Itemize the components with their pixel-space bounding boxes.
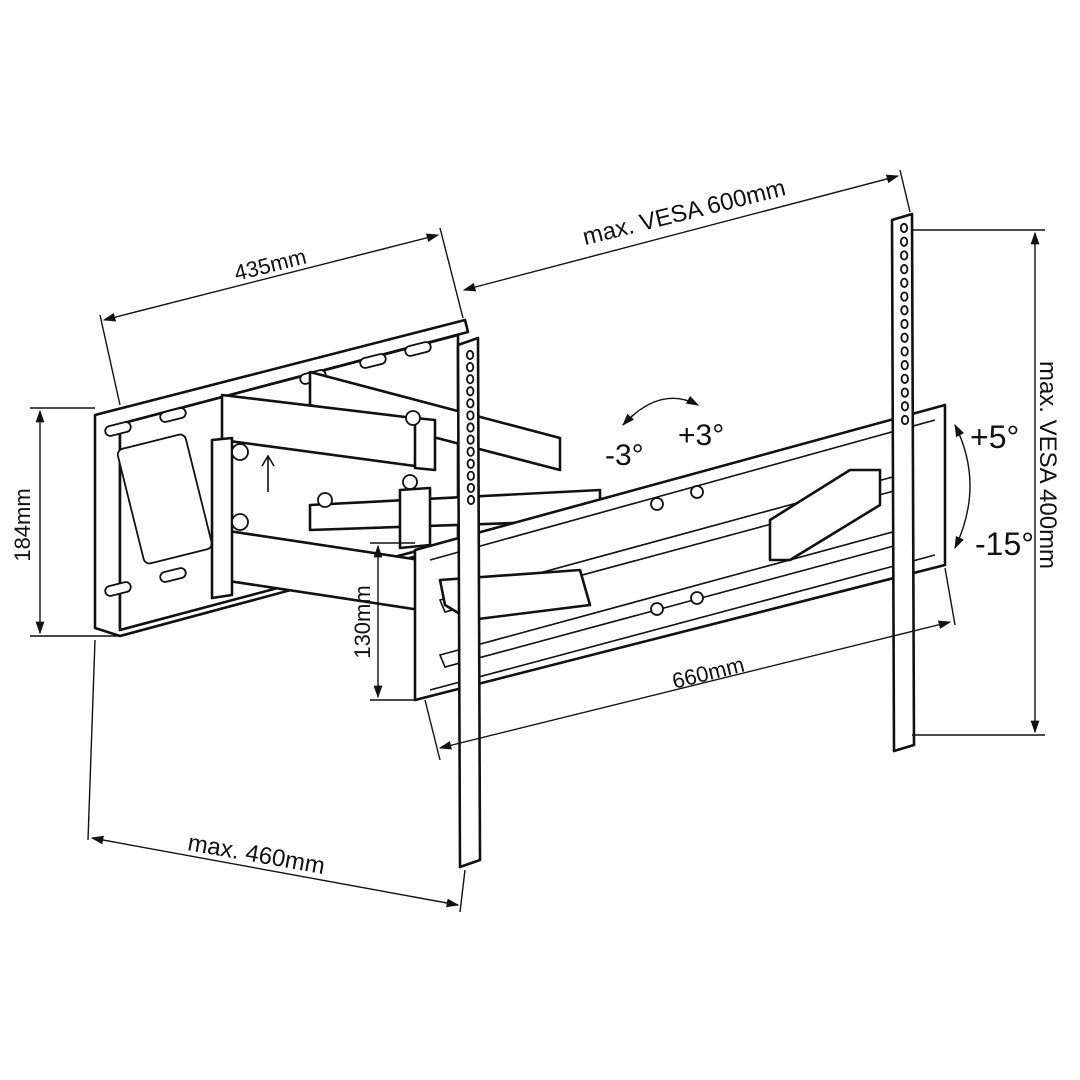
rail-hole: [466, 398, 475, 409]
label-tv-bracket-width: 660mm: [670, 652, 747, 694]
label-swivel-right: +3°: [678, 419, 724, 452]
rail-hole: [466, 386, 475, 397]
dim-tv-bracket-width: [438, 620, 952, 750]
dim-max-extension: [90, 835, 460, 908]
rail-hole: [900, 277, 909, 288]
rail-hole: [900, 346, 909, 357]
vertical-rail-right: [890, 212, 916, 753]
articulating-arms: [210, 370, 602, 612]
rail-hole: [900, 373, 909, 384]
dim-wall-plate-width: [102, 233, 440, 322]
wall-plate-slots: [104, 341, 432, 597]
rail-hole: [900, 291, 909, 302]
bracket-holes: [650, 485, 704, 616]
pivot-bolts: [231, 410, 421, 531]
rail-hole: [900, 332, 909, 343]
label-vesa-vertical: max. VESA 400mm: [1034, 361, 1061, 569]
rail-hole: [466, 422, 475, 433]
rail-left-holes: [465, 349, 476, 506]
rail-hole: [466, 458, 475, 469]
rail-hole: [900, 387, 909, 398]
label-swivel-left: -3°: [605, 439, 644, 472]
label-tilt-up: +5°: [970, 419, 1019, 455]
tilt-arrow-icon: [954, 423, 971, 550]
rail-right-holes: [899, 222, 910, 426]
wall-plate-cutout: [116, 433, 213, 565]
rail-hole: [900, 305, 909, 316]
rail-hole: [466, 494, 476, 506]
rail-hole: [900, 414, 910, 426]
rail-hole: [900, 318, 909, 330]
rail-hole: [466, 410, 475, 421]
label-max-extension: max. 460mm: [186, 829, 327, 880]
rail-hole: [465, 349, 475, 361]
rail-hole: [900, 264, 909, 275]
rail-hole: [900, 360, 909, 371]
rail-hole: [900, 250, 909, 261]
angle-indicators: [622, 395, 971, 550]
rail-hole: [466, 470, 475, 481]
rail-hole: [466, 446, 475, 457]
rail-hole: [466, 434, 475, 445]
label-tilt-down: -15°: [975, 526, 1034, 562]
rail-hole: [899, 236, 909, 247]
rail-hole: [466, 482, 476, 494]
rail-hole: [465, 361, 475, 373]
up-arrow-icon: [261, 454, 275, 492]
vertical-rail-left: [456, 336, 482, 869]
rail-hole: [900, 401, 910, 412]
dim-vesa-horizontal: [462, 174, 900, 292]
rail-hole: [466, 374, 475, 385]
dimension-lines: [30, 169, 1045, 913]
label-wall-plate-height: 184mm: [10, 488, 35, 561]
label-wall-plate-width: 435mm: [232, 244, 309, 286]
swivel-arrow-icon: [622, 395, 700, 426]
rail-hole: [899, 222, 909, 234]
label-arm-bracket-height: 130mm: [350, 585, 375, 658]
